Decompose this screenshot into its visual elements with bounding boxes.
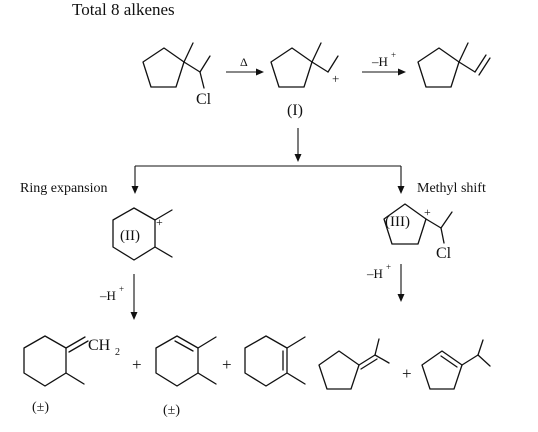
heat-arrow: Δ [226, 55, 264, 76]
superscript-plus-right: + [386, 262, 391, 272]
carbocation-I: + (I) [270, 42, 339, 119]
carbocation-II: (II) + [112, 207, 173, 261]
branch-arrows [131, 128, 405, 194]
heat-symbol: Δ [240, 55, 248, 69]
minus-h-label-right: –H [366, 266, 383, 281]
chlorine-label-start: Cl [196, 91, 212, 108]
chlorine-label-III: Cl [436, 245, 452, 262]
starting-chloride: Cl [142, 42, 212, 108]
deprotonation-arrow-left: –H + [99, 274, 138, 320]
deprotonation-arrow-top: –H + [362, 50, 406, 76]
label-intermediate-III: (III) [385, 214, 410, 230]
product-dimethylcyclohexene-2 [244, 335, 306, 387]
label-ring-expansion: Ring expansion [20, 181, 108, 196]
product-isopropylidene-cyclopentane [318, 338, 390, 390]
terminal-alkene-product [417, 42, 491, 88]
racemic-label-2: (±) [163, 403, 180, 418]
product-dimethylcyclohexene-1: (±) [155, 335, 217, 418]
label-intermediate-I: (I) [287, 102, 303, 119]
minus-h-label-top: –H [371, 54, 388, 69]
plus-separator-2: + [222, 355, 232, 374]
superscript-plus-left: + [119, 284, 124, 294]
heading-total-alkenes: Total 8 alkenes [72, 0, 175, 19]
charge-plus-II: + [156, 215, 163, 229]
ch2-label: CH [88, 337, 111, 354]
carbocation-III: (III) + Cl [383, 203, 453, 262]
label-methyl-shift: Methyl shift [417, 181, 486, 196]
charge-plus-III: + [424, 205, 431, 219]
charge-plus-I: + [332, 71, 339, 86]
racemic-label-1: (±) [32, 400, 49, 415]
superscript-plus-top: + [391, 50, 396, 60]
ch2-subscript: 2 [115, 347, 120, 358]
plus-separator-1: + [132, 355, 142, 374]
plus-separator-3: + [402, 364, 412, 383]
label-intermediate-II: (II) [120, 228, 140, 244]
product-methylene-cyclohexane: CH 2 (±) [23, 335, 120, 415]
deprotonation-arrow-right: –H + [366, 262, 405, 302]
product-isopropyl-cyclopentene [421, 339, 491, 390]
minus-h-label-left: –H [99, 288, 116, 303]
